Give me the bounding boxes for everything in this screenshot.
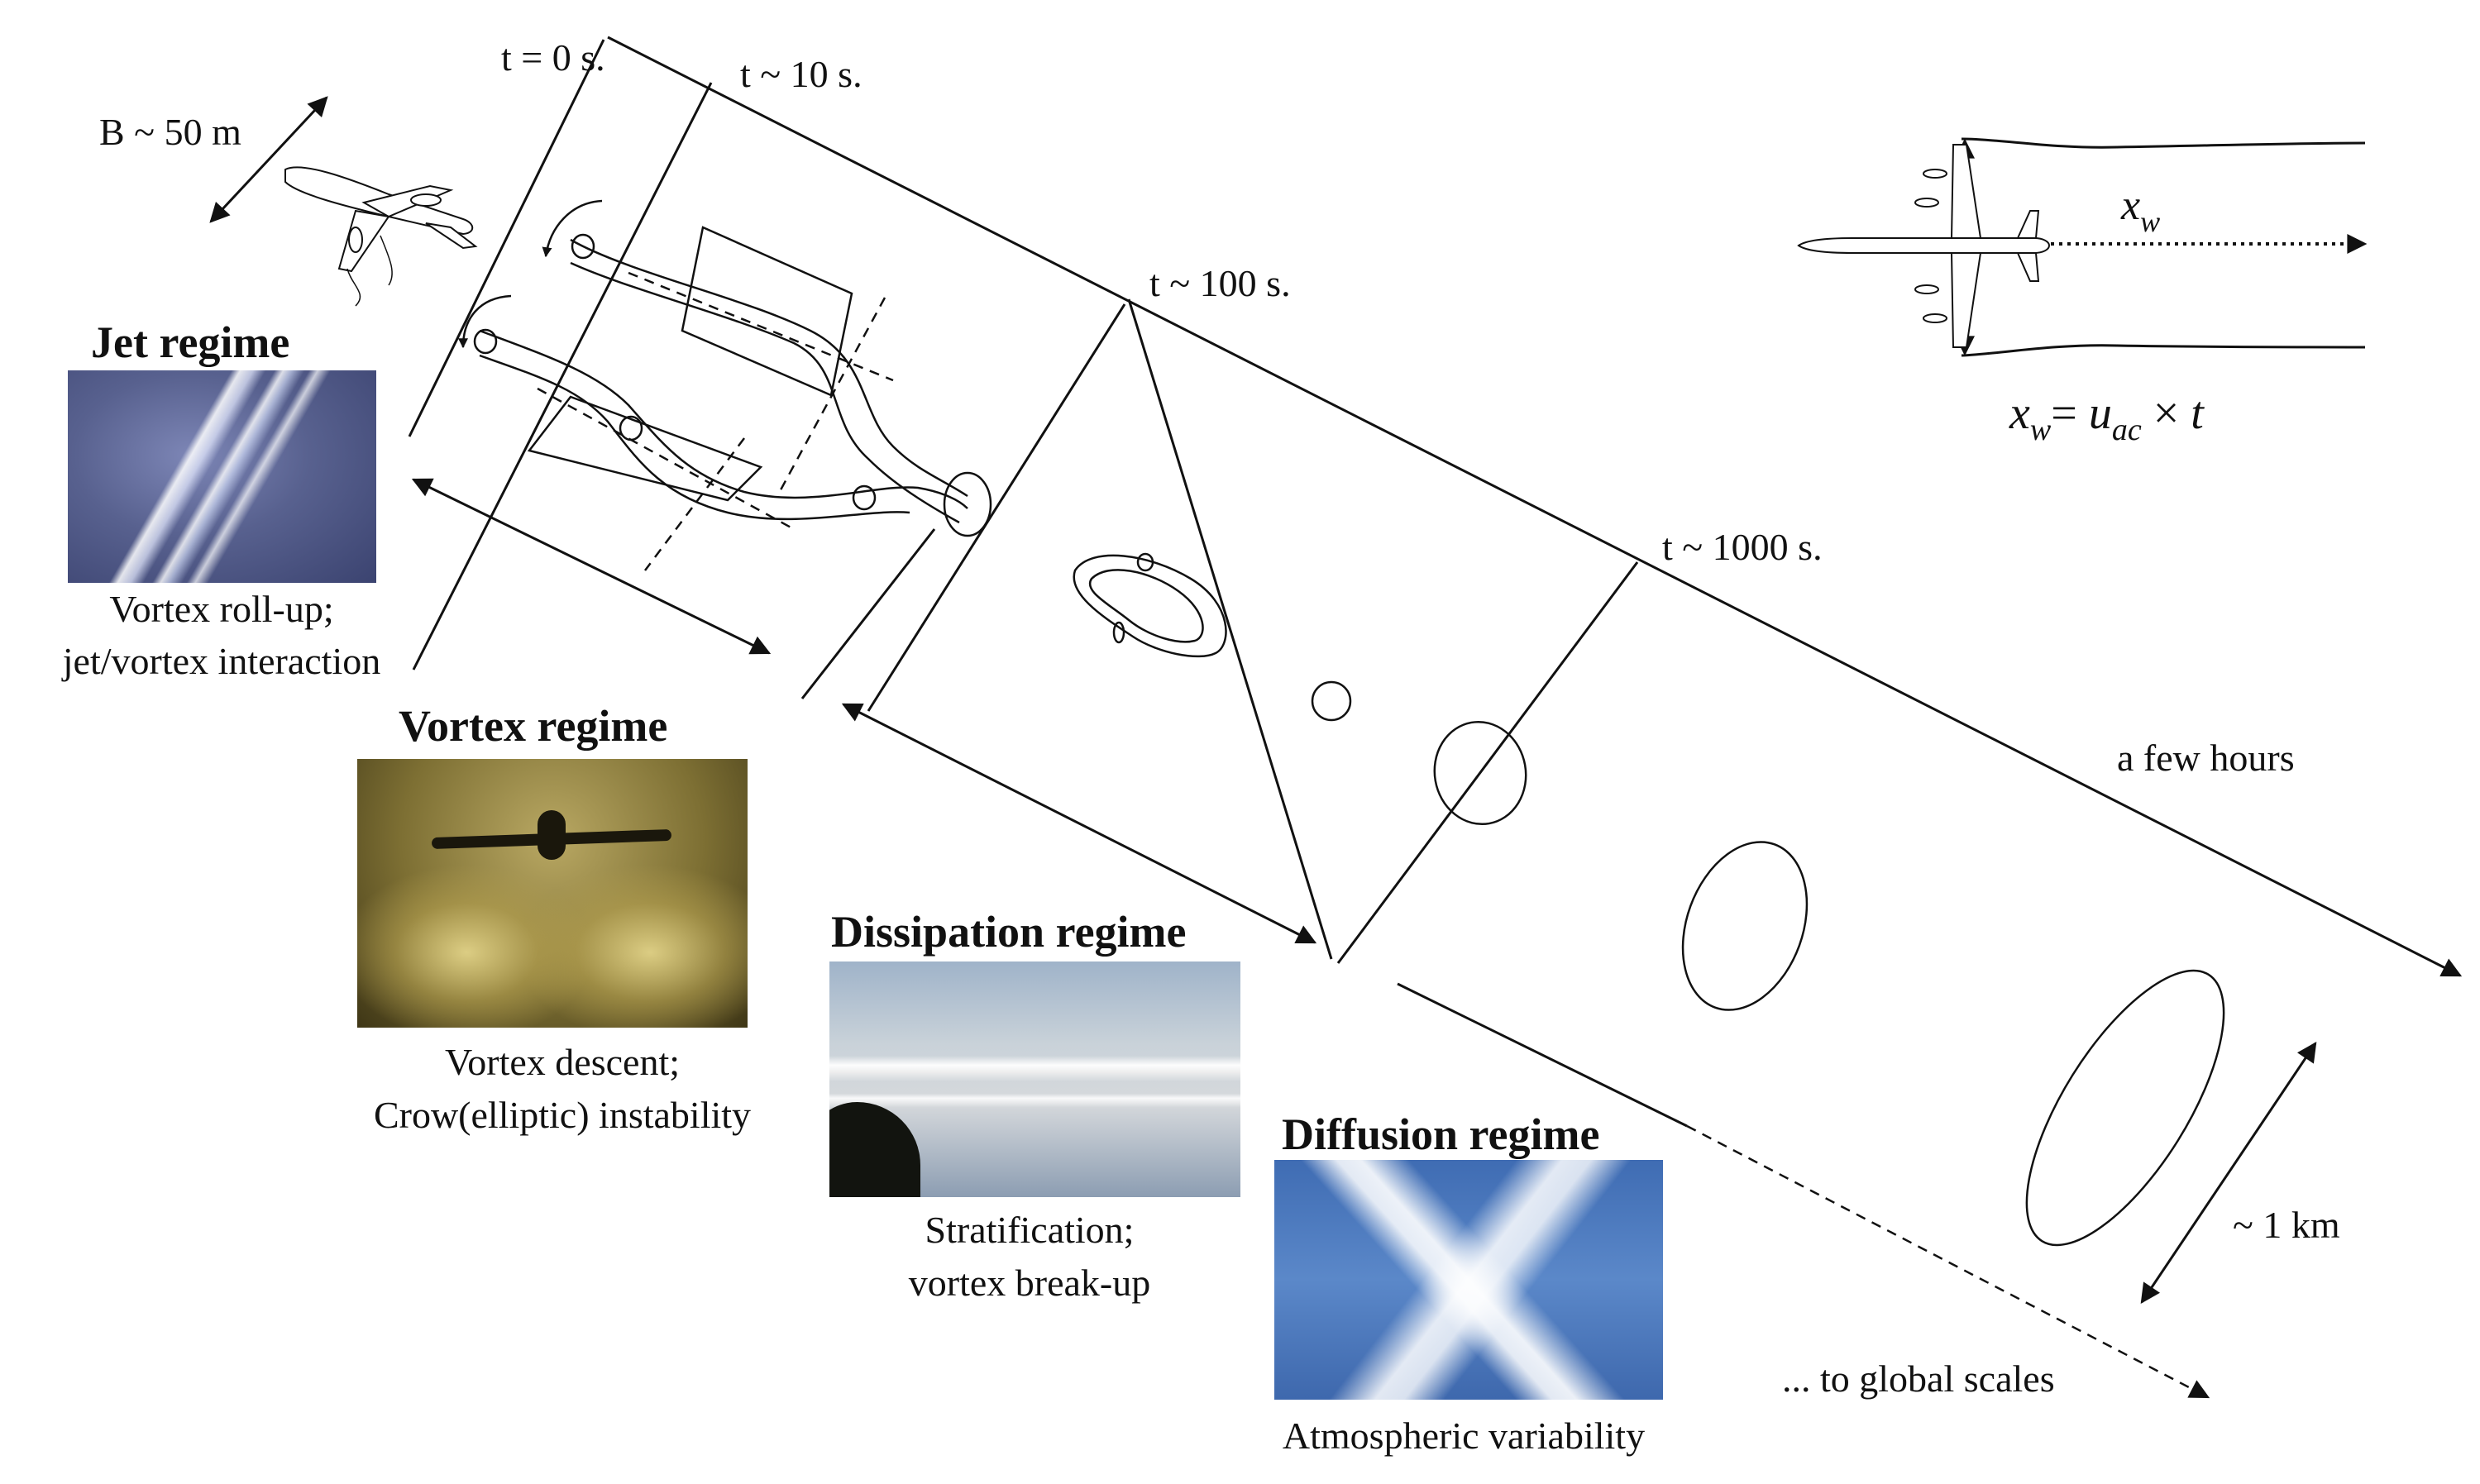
dissipation-regime-photo <box>829 961 1240 1197</box>
plane-dash <box>644 437 745 571</box>
jet-regime-title: Jet regime <box>91 317 289 367</box>
time-line-t100-lower <box>867 303 1126 712</box>
diffusion-cross-section <box>1681 841 1809 1011</box>
vortex-core <box>943 471 992 537</box>
plane-dash <box>776 297 886 497</box>
jet-regime-extent-arrow <box>411 478 772 655</box>
vortex-regime-caption-line: Crow(elliptic) instability <box>374 1094 751 1136</box>
span-arrow <box>209 96 328 223</box>
diffusion-regime-photo <box>1274 1160 1663 1400</box>
vortex-core-small <box>852 484 877 511</box>
vortex-regime-photo <box>357 759 748 1028</box>
time-label-t10: t ~ 10 s. <box>740 53 863 95</box>
wake-upper-edge <box>607 36 2463 977</box>
vortex-ring <box>1073 554 1227 658</box>
time-line-t100 <box>1127 298 1333 960</box>
cross-section-plane <box>527 395 763 502</box>
time-line-t1000 <box>1336 561 1639 964</box>
time-line-t10 <box>412 82 713 670</box>
rotation-arrow-upper <box>542 199 603 258</box>
diffusion-regime-caption-line: Atmospheric variability <box>1283 1415 1645 1457</box>
vortex-core-small <box>1136 552 1154 572</box>
wake-envelope-upper <box>1961 137 2366 149</box>
dissipation-regime-title: Dissipation regime <box>831 907 1187 957</box>
scale-label: ~ 1 km <box>2233 1204 2340 1246</box>
aircraft-top-view-icon <box>1797 144 2051 348</box>
dissipation-regime-caption-line: vortex break-up <box>909 1262 1151 1304</box>
km-scale-arrow <box>2140 1042 2317 1304</box>
dissipation-regime-caption-line: Stratification; <box>925 1209 1135 1251</box>
time-line-t10-lower <box>800 528 936 699</box>
vortex-core-small <box>473 328 498 355</box>
vortex-regime-extent-arrow <box>841 703 1317 944</box>
diffusion-cross-section <box>2025 969 2225 1247</box>
diffusion-cross-section <box>1311 680 1352 722</box>
wake-distance-label: xw <box>2120 182 2160 238</box>
span-label: B ~ 50 m <box>99 111 241 153</box>
vortex-tube-upper <box>570 238 968 524</box>
tree-silhouette <box>829 1102 920 1197</box>
vortex-tube-lower <box>479 329 968 521</box>
plane-dash <box>628 271 894 382</box>
time-line-t0 <box>408 39 605 437</box>
vortex-core-small <box>1112 621 1125 644</box>
time-label-t0: t = 0 s. <box>501 36 605 79</box>
jet-regime-caption-line: Vortex roll-up; <box>109 588 333 630</box>
rotation-arrow-lower <box>458 294 512 349</box>
global-scales-label: ... to global scales <box>1782 1358 2055 1400</box>
time-label-t1000: t ~ 1000 s. <box>1662 526 1823 568</box>
wake-envelope-lower <box>1961 344 2366 357</box>
vortex-regime-title: Vortex regime <box>399 701 667 751</box>
time-label-few-hours: a few hours <box>2117 737 2295 779</box>
vortex-regime-caption-line: Vortex descent; <box>445 1041 680 1083</box>
vortex-core-small <box>571 233 595 260</box>
wake-formula: xw= uac × t <box>2009 388 2205 447</box>
vortex-ring-inner <box>1088 569 1204 643</box>
plane-dash <box>537 387 795 531</box>
jet-regime-caption-line: jet/vortex interaction <box>61 640 380 682</box>
airplane-silhouette-body <box>538 810 566 860</box>
diffusion-cross-section <box>1433 720 1527 826</box>
time-label-t100: t ~ 100 s. <box>1149 262 1291 304</box>
diffusion-regime-title: Diffusion regime <box>1282 1109 1599 1159</box>
wake-lower-edge <box>1397 982 1688 1128</box>
jet-regime-photo <box>68 370 376 583</box>
aircraft-perspective-icon <box>284 166 478 307</box>
wake-lower-edge-dashed <box>1686 1124 2210 1399</box>
